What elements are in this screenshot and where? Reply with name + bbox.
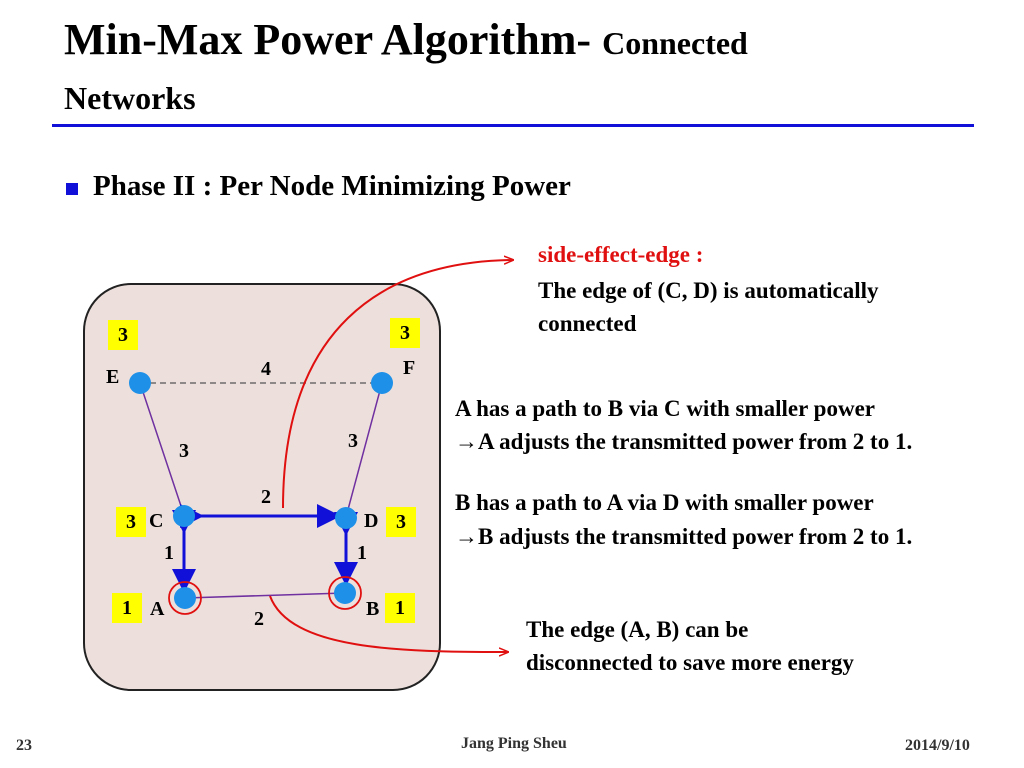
side-effect-line2: connected	[538, 311, 637, 336]
label-c: C	[149, 510, 164, 532]
label-b: B	[366, 598, 380, 620]
weight-c-d: 2	[261, 486, 271, 508]
callout-curve-edge-ab	[269, 595, 507, 652]
node-f	[371, 372, 393, 394]
note-a-line1: A has a path to B via C with smaller pow…	[455, 396, 875, 421]
title-rule	[52, 124, 974, 127]
title-line2: Networks	[64, 80, 196, 116]
weight-e-f: 4	[261, 358, 271, 380]
edge-e-c	[139, 382, 185, 516]
slide-title: Min-Max Power Algorithm- Connected	[64, 14, 748, 65]
title-sub-text: Connected	[602, 25, 748, 61]
note-ab-line2: disconnected to save more energy	[526, 650, 854, 675]
note-a-line2: →A adjusts the transmitted power from 2 …	[455, 429, 913, 454]
note-b-line1: B has a path to A via D with smaller pow…	[455, 490, 874, 515]
label-f: F	[403, 357, 416, 379]
highlight-ring-a	[168, 581, 202, 615]
node-c	[173, 505, 195, 527]
node-e	[129, 372, 151, 394]
diagram-panel	[83, 283, 441, 691]
footer-author: Jang Ping Sheu	[461, 735, 567, 752]
phase-heading: Phase II : Per Node Minimizing Power	[93, 170, 571, 202]
bullet-square-icon	[66, 183, 78, 195]
callout-curve-side-effect	[282, 260, 512, 509]
weight-f-d: 3	[348, 430, 358, 452]
weight-c-a: 1	[164, 542, 174, 564]
node-b	[334, 582, 356, 604]
note-b-line2: →B adjusts the transmitted power from 2 …	[455, 524, 913, 549]
highlight-ring-b	[328, 576, 362, 610]
edge-f-d	[345, 382, 383, 518]
weight-e-c: 3	[179, 440, 189, 462]
page-number: 23	[16, 737, 32, 754]
badge-e: 3	[108, 320, 138, 350]
edge-a-b	[184, 592, 346, 599]
footer-date: 2014/9/10	[905, 737, 970, 754]
badge-d: 3	[386, 507, 416, 537]
note-ab-line1: The edge (A, B) can be	[526, 617, 749, 642]
title-main-text: Min-Max Power Algorithm-	[64, 15, 592, 64]
badge-f: 3	[390, 318, 420, 348]
node-d	[335, 507, 357, 529]
node-a	[174, 587, 196, 609]
side-effect-title: side-effect-edge :	[538, 242, 704, 267]
label-d: D	[364, 510, 379, 532]
badge-b: 1	[385, 593, 415, 623]
badge-c: 3	[116, 507, 146, 537]
label-a: A	[150, 598, 165, 620]
weight-a-b: 2	[254, 608, 264, 630]
weight-d-b: 1	[357, 542, 367, 564]
side-effect-line1: The edge of (C, D) is automatically	[538, 278, 879, 303]
badge-a: 1	[112, 593, 142, 623]
label-e: E	[106, 366, 120, 388]
